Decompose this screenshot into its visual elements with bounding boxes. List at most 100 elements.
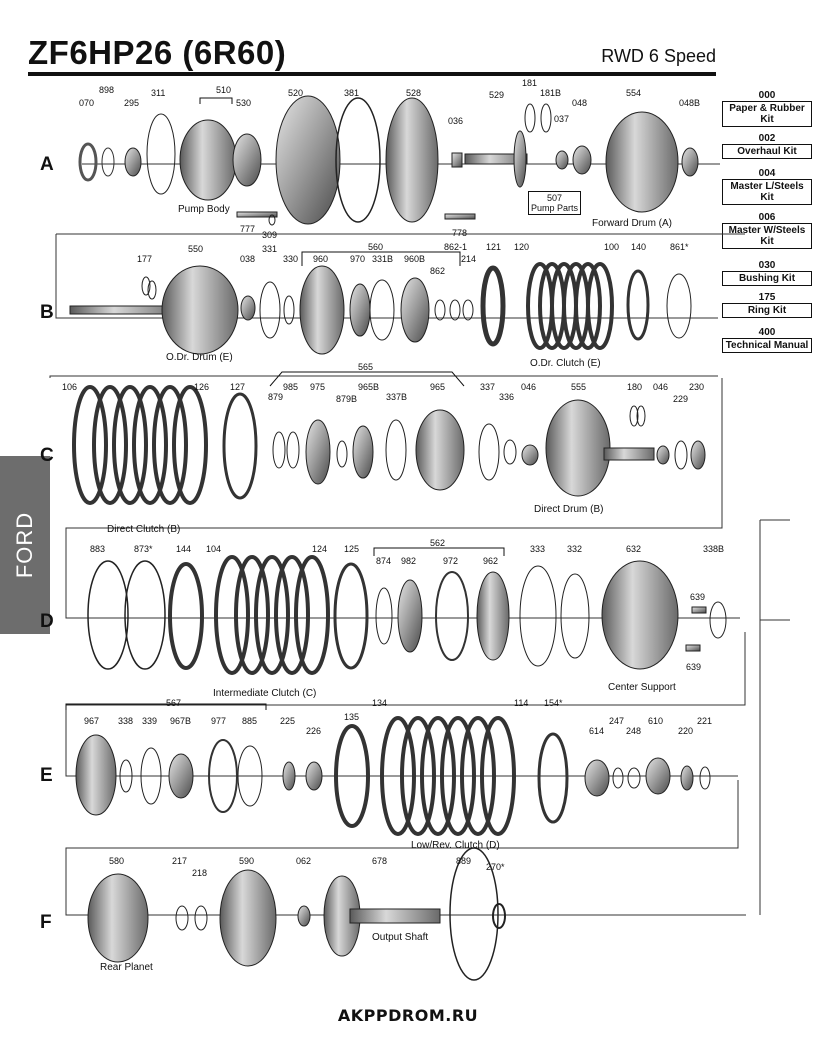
- intermediate-clutch-pack-part: [214, 555, 330, 675]
- bearing-part: [680, 765, 694, 791]
- seal-ring-part: [560, 573, 590, 659]
- part-number-label: 967B: [170, 716, 191, 726]
- part-number-label: 560: [368, 242, 383, 252]
- part-number-label: 873*: [134, 544, 153, 554]
- part-number-label: 567: [166, 698, 181, 708]
- part-number-label: 962: [483, 556, 498, 566]
- kit-label: Paper & Rubber Kit: [722, 101, 812, 127]
- group-bracket: [301, 251, 461, 266]
- piston-part: [476, 571, 510, 661]
- row-label-e: E: [40, 765, 53, 786]
- bushing-part: [297, 905, 311, 927]
- pressure-plate-part: [626, 269, 650, 341]
- bushing-part: [240, 295, 256, 321]
- part-number-label: 333: [530, 544, 545, 554]
- seal-ring-part: [709, 601, 727, 639]
- part-number-label: 225: [280, 716, 295, 726]
- low-rev-clutch-pack-part: [380, 716, 516, 836]
- ring-part: [78, 142, 98, 182]
- row-label-f: F: [40, 912, 52, 933]
- bolt-part: [685, 644, 701, 652]
- part-number-label: 889: [456, 856, 471, 866]
- part-number-label: 777: [240, 224, 255, 234]
- caption-odr-drum: O.Dr. Drum (E): [166, 352, 233, 363]
- part-number-label: 036: [448, 116, 463, 126]
- part-number-label: 230: [689, 382, 704, 392]
- part-number-label: 180: [627, 382, 642, 392]
- part-number-label: 062: [296, 856, 311, 866]
- thrust-washer-part: [612, 767, 624, 789]
- row-label-b: B: [40, 302, 54, 323]
- kit-label: Technical Manual: [722, 338, 812, 353]
- bearing-part: [305, 761, 323, 791]
- part-number-label: 125: [344, 544, 359, 554]
- part-number-label: 898: [99, 85, 114, 95]
- part-number-label: 337B: [386, 392, 407, 402]
- part-number-label: 639: [690, 592, 705, 602]
- seal-part: [286, 431, 300, 469]
- piston-part: [400, 277, 430, 343]
- part-number-label: 070: [79, 98, 94, 108]
- kit-label: Master L/Steels Kit: [722, 179, 812, 205]
- part-number-label: 975: [310, 382, 325, 392]
- kit-label: Overhaul Kit: [722, 144, 812, 159]
- part-number-label: 339: [142, 716, 157, 726]
- part-number-label: 229: [673, 394, 688, 404]
- part-number-label: 218: [192, 868, 207, 878]
- backing-plate-part: [480, 265, 506, 347]
- part-number-label: 337: [480, 382, 495, 392]
- odr-clutch-pack-part: [526, 262, 614, 350]
- piston-part: [299, 265, 345, 355]
- thrust-washer-part: [572, 145, 592, 175]
- part-number-label: 336: [499, 392, 514, 402]
- part-number-label: 381: [344, 88, 359, 98]
- part-number-label: 529: [489, 90, 504, 100]
- thrust-washer-part: [175, 905, 189, 931]
- group-bracket: [373, 547, 505, 556]
- part-number-label: 181: [522, 78, 537, 88]
- row-label-a: A: [40, 154, 54, 175]
- part-number-label: 248: [626, 726, 641, 736]
- row-c-parts: [72, 385, 706, 505]
- gasket-part: [335, 97, 381, 223]
- pump-parts-label: Pump Parts: [531, 203, 579, 213]
- part-number-label: 217: [172, 856, 187, 866]
- part-number-label: 610: [648, 716, 663, 726]
- part-number-label: 879: [268, 392, 283, 402]
- kit-number: 002: [758, 133, 776, 144]
- part-number-label: 220: [678, 726, 693, 736]
- spring-part: [435, 571, 469, 661]
- thrust-washer-part: [699, 766, 711, 790]
- ring-gear-part: [219, 869, 277, 967]
- brand-side-tab: [0, 456, 50, 634]
- stator-shaft-flange: [513, 130, 527, 188]
- part-number-label: 144: [176, 544, 191, 554]
- part-number-label: 134: [372, 698, 387, 708]
- snap-ring-part: [666, 273, 692, 339]
- seal-ring-part: [385, 419, 407, 481]
- part-number-label: 114: [514, 698, 528, 708]
- part-number-label: 960: [313, 254, 328, 264]
- row-e-parts: [75, 716, 711, 836]
- part-number-label: 221: [697, 716, 712, 726]
- part-number-label: 046: [653, 382, 668, 392]
- part-number-label: 528: [406, 88, 421, 98]
- row-label-c: C: [40, 445, 54, 466]
- part-number-label: 590: [239, 856, 254, 866]
- part-number-label: 311: [151, 88, 165, 98]
- part-number-label: 879B: [336, 394, 357, 404]
- part-number-label: 874: [376, 556, 391, 566]
- part-number-label: 331: [262, 244, 277, 254]
- part-number-label: 121: [486, 242, 501, 252]
- stator-part: [232, 133, 262, 187]
- direct-clutch-pack-part: [72, 385, 208, 505]
- odr-drum-part: [161, 265, 239, 355]
- output-shaft-part: [349, 908, 441, 924]
- seal-ring-part: [237, 745, 263, 807]
- seal-ring-part: [140, 747, 162, 805]
